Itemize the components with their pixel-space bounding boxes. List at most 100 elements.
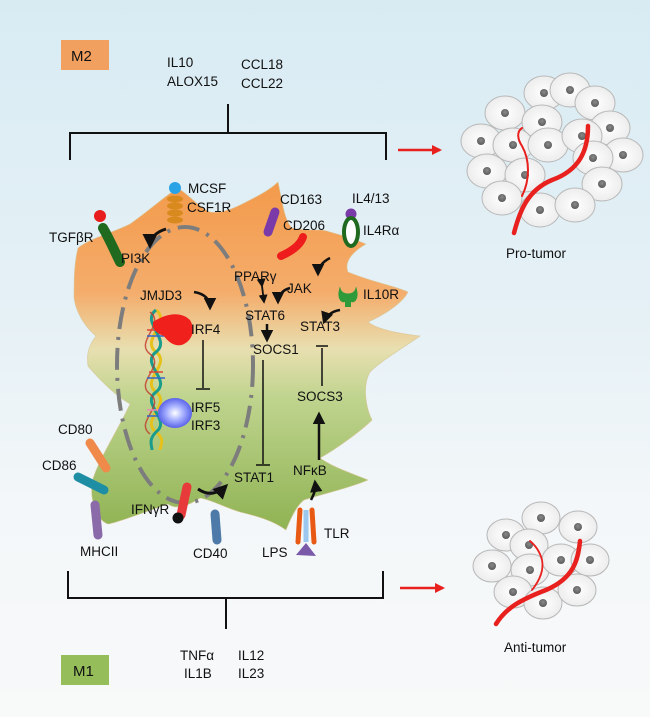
tumor-cell-nucleus bbox=[586, 556, 594, 564]
anti-tumor-label: Anti-tumor bbox=[504, 640, 567, 655]
il4ra-label: IL4Rα bbox=[363, 223, 400, 238]
il10r-to-stat3-arrow bbox=[321, 308, 341, 325]
jak-to-stat6-arrow bbox=[271, 286, 291, 305]
tlr-to-nfkb-arrow bbox=[309, 479, 323, 501]
tgfbr-label: TGFβR bbox=[49, 230, 94, 245]
pro-tumor-cell-cluster bbox=[460, 72, 644, 236]
cd80-label: CD80 bbox=[58, 422, 93, 437]
pro-tumor-label: Pro-tumor bbox=[506, 246, 567, 261]
tumor-cell-nucleus bbox=[571, 201, 579, 209]
il10r-receptor-icon bbox=[338, 286, 358, 307]
tumor-cell-nucleus bbox=[578, 132, 586, 140]
stat3-label: STAT3 bbox=[300, 319, 340, 334]
cd86-label: CD86 bbox=[42, 458, 77, 473]
anti-tumor-cell-cluster bbox=[472, 501, 610, 627]
tumor-cell-nucleus bbox=[526, 566, 534, 574]
tumor-cell-nucleus bbox=[606, 124, 614, 132]
tumor-cell-nucleus bbox=[619, 151, 627, 159]
m2-bracket bbox=[69, 104, 387, 160]
cd206-receptor-icon bbox=[277, 233, 307, 260]
blood-vessel bbox=[529, 540, 544, 591]
m1-cytokine-tnfa: TNFα bbox=[180, 648, 214, 663]
cd80-receptor-icon bbox=[85, 438, 111, 473]
tumor-cell-nucleus bbox=[573, 586, 581, 594]
tumor-cell-nucleus bbox=[566, 86, 574, 94]
cd40-receptor-icon bbox=[210, 509, 222, 545]
m1-cytokine-il23: IL23 bbox=[238, 666, 264, 681]
m2-tag-label: M2 bbox=[71, 48, 92, 65]
tumor-cell-nucleus bbox=[539, 599, 547, 607]
mhcii-label: MHCII bbox=[80, 544, 118, 559]
tumor-cell-nucleus bbox=[537, 514, 545, 522]
m1-tag-box bbox=[61, 655, 109, 685]
jmjd3-label: JMJD3 bbox=[140, 288, 182, 303]
tumor-cell-nucleus bbox=[502, 531, 510, 539]
blood-vessel bbox=[511, 123, 591, 236]
jak-label: JAK bbox=[287, 281, 312, 296]
ifngr-to-stat1-arrow bbox=[197, 483, 229, 500]
nfkb-label: NFκB bbox=[293, 463, 327, 478]
m2-cytokine-ccl18: CCL18 bbox=[241, 57, 283, 72]
tumor-cell-nucleus bbox=[574, 523, 582, 531]
lps-label: LPS bbox=[262, 545, 288, 560]
tlr-receptor-icon bbox=[295, 507, 317, 545]
csf1r-to-pi3k-arrow bbox=[142, 227, 167, 249]
blood-vessel bbox=[517, 127, 529, 197]
ppar-gamma-label: PPARγ bbox=[234, 269, 277, 284]
m1-tag-label: M1 bbox=[73, 663, 94, 680]
csf1r-receptor-icon bbox=[167, 195, 183, 224]
m1-tag: M1 bbox=[61, 655, 109, 685]
ifngr-label: IFNγR bbox=[131, 502, 169, 517]
m2-cytokine-il10: IL10 bbox=[167, 55, 193, 70]
tgfbr-receptor-icon bbox=[98, 223, 125, 267]
irf4-label: IRF4 bbox=[191, 322, 221, 337]
irf5-protein-icon bbox=[158, 398, 192, 428]
tumor-cell-nucleus bbox=[483, 167, 491, 175]
pi3k-label: PI3K bbox=[121, 251, 150, 266]
csf1r-label: CSF1R bbox=[187, 200, 232, 215]
tumor-cell-nucleus bbox=[540, 89, 548, 97]
socs1-label: SOCS1 bbox=[253, 342, 299, 357]
m2-tag: M2 bbox=[61, 40, 109, 70]
cd163-receptor-icon bbox=[263, 207, 280, 237]
ifng-ligand-icon bbox=[172, 512, 184, 524]
cd86-receptor-icon bbox=[73, 472, 109, 495]
il4ra-receptor-icon bbox=[342, 216, 360, 248]
il413-label: IL4/13 bbox=[352, 191, 390, 206]
il10r-label: IL10R bbox=[363, 287, 399, 302]
tumor-cell-nucleus bbox=[509, 141, 517, 149]
tumor-cell-nucleus bbox=[498, 194, 506, 202]
m2-tag-box bbox=[61, 40, 109, 70]
blood-vessel bbox=[493, 538, 583, 627]
mhcii-receptor-icon bbox=[90, 500, 103, 540]
stat1-label: STAT1 bbox=[234, 470, 274, 485]
irf3-label: IRF3 bbox=[191, 418, 220, 433]
m1-cytokine-il1b: IL1B bbox=[184, 666, 212, 681]
lps-ligand-icon bbox=[296, 543, 316, 556]
tumor-cell-nucleus bbox=[589, 154, 597, 162]
jmjd3-to-irf4-arrow bbox=[193, 290, 217, 311]
tumor-cell-nucleus bbox=[536, 206, 544, 214]
tlr-label: TLR bbox=[324, 526, 350, 541]
m2-cytokine-alox15: ALOX15 bbox=[167, 74, 218, 89]
tumor-cell-nucleus bbox=[598, 180, 606, 188]
m1-cytokine-il12: IL12 bbox=[238, 648, 264, 663]
il4ra-to-jak-arrow bbox=[311, 256, 331, 277]
ppar-stat6-bidirectional-arrow bbox=[256, 278, 268, 304]
mcsf-label: MCSF bbox=[188, 181, 226, 196]
tgfb-ligand-icon bbox=[94, 210, 106, 222]
cd40-label: CD40 bbox=[193, 546, 228, 561]
irf4-protein-icon bbox=[152, 314, 193, 346]
mcsf-ligand-icon bbox=[169, 182, 181, 194]
tumor-cell-nucleus bbox=[501, 109, 509, 117]
cd206-label: CD206 bbox=[283, 218, 325, 233]
pathway-arrows bbox=[193, 256, 341, 501]
tumor-cell-nucleus bbox=[477, 137, 485, 145]
m2-cytokine-ccl22: CCL22 bbox=[241, 76, 283, 91]
tumor-cell-nucleus bbox=[488, 562, 496, 570]
tumor-cell-nucleus bbox=[591, 99, 599, 107]
tumor-cell-nucleus bbox=[538, 118, 546, 126]
irf5-label: IRF5 bbox=[191, 400, 220, 415]
